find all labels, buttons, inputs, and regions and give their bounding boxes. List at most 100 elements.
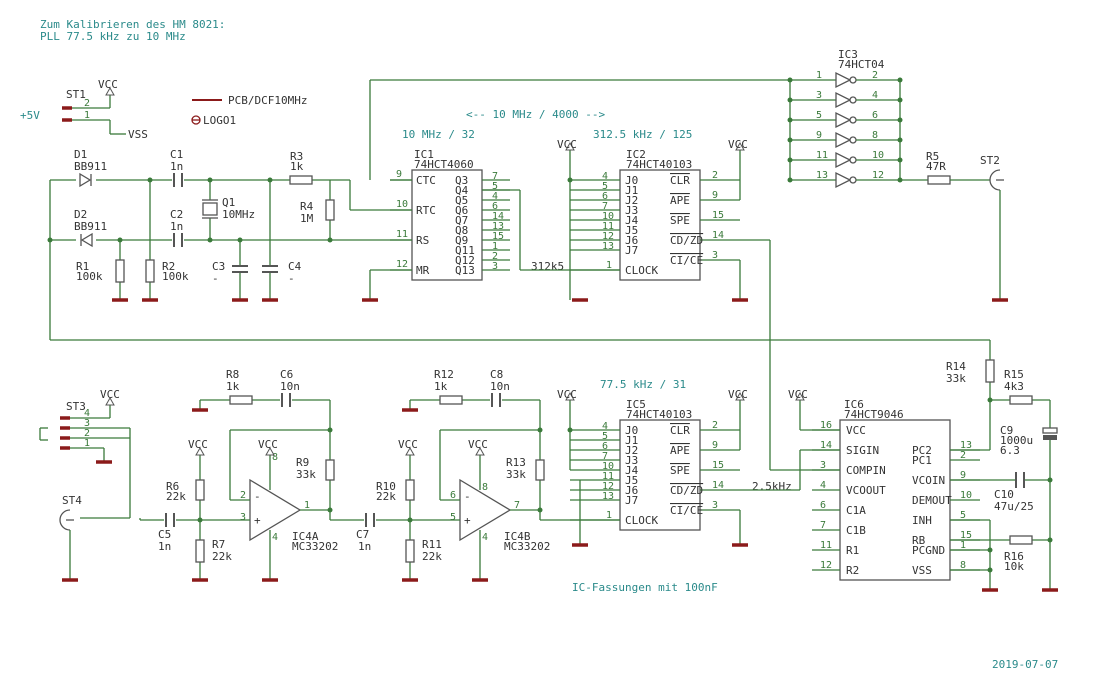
r10-vcc: VCC (398, 438, 418, 451)
ic6-right-pin-label: INH (912, 514, 932, 527)
d2-ref: D2 (74, 208, 87, 221)
r15-ref: R15 (1004, 368, 1024, 381)
ic4b-pin-plus: 5 (450, 512, 456, 523)
ic2-left-pin-num: 6 (602, 191, 608, 202)
d1-ref: D1 (74, 148, 87, 161)
ic6-left-pin-label: C1B (846, 524, 866, 537)
ic3-inverter-bubble (849, 76, 857, 84)
c4-ref: C4 (288, 260, 302, 273)
ic4a-pin-plus: 3 (240, 512, 246, 523)
ic6-right-pin-label: PC1 (912, 454, 932, 467)
c8-ref: C8 (490, 368, 503, 381)
ic1-left-pin-label: RTC (416, 204, 436, 217)
st3-ref: ST3 (66, 400, 86, 413)
c7-val: 1n (358, 540, 371, 553)
ic4b-pin-minus: 6 (450, 490, 456, 501)
r13-val: 33k (506, 468, 526, 481)
r12-ref: R12 (434, 368, 454, 381)
ic3-inverter-gate (835, 91, 852, 109)
ic2-left-pin-label: J7 (625, 244, 638, 257)
diode-d1: D1 BB911 (74, 148, 107, 188)
ic4b-pin-out: 7 (514, 500, 520, 511)
ic6-left-pin-num: 6 (820, 500, 826, 511)
ground-symbols (62, 298, 1058, 592)
st1-ref: ST1 (66, 88, 86, 101)
resistor-r2: R2 100k (145, 259, 189, 283)
ic1-left-pin-num: 9 (396, 169, 402, 180)
opamp-ic4b: - + 6 5 7 8 4 IC4B MC33202 VCC VCC (376, 399, 620, 580)
ic5-type: 74HCT40103 (626, 408, 692, 421)
c10-ref: C10 (994, 488, 1014, 501)
ic4a-plus-sign: + (254, 514, 261, 527)
ic5-right-pin-num: 14 (712, 480, 724, 491)
ic3-out-num: 4 (872, 90, 878, 101)
ic1-right-pin-num: 14 (492, 211, 504, 222)
ic5-right-pin-num: 15 (712, 460, 724, 471)
note-div31: 77.5 kHz / 31 (600, 378, 686, 391)
ic5-right-pin-label: CD/ZD (670, 484, 703, 497)
ic5-right-pin-label: CI/CE (670, 504, 703, 517)
ic1-right-pin-num: 4 (492, 191, 498, 202)
resistor-r4: R4 1M (300, 199, 335, 225)
ic6-left-pin-label: C1A (846, 504, 866, 517)
ic6-right-pin-label: PCGND (912, 544, 945, 557)
resistor-r1: R1 100k (76, 259, 125, 283)
ic6-right-pin-num: 10 (960, 490, 972, 501)
ic6-left-pin-num: 11 (820, 540, 832, 551)
ic4b-minus-sign: - (464, 490, 471, 503)
ic6-right-pin-num: 15 (960, 530, 972, 541)
diode-d2: D2 BB911 (74, 208, 107, 248)
c1-ref: C1 (170, 148, 183, 161)
r8-ref: R8 (226, 368, 239, 381)
r10-ref: R10 (376, 480, 396, 493)
c2-ref: C2 (170, 208, 183, 221)
ic1-right-pin-label: Q8 (455, 224, 468, 237)
ic5-clock-num: 1 (606, 510, 612, 521)
capacitor-c10: C10 47u/25 (994, 472, 1034, 513)
legend-logo: LOGO1 (191, 114, 236, 127)
ic3-in-num: 11 (816, 150, 828, 161)
ic1-right-pin-num: 2 (492, 251, 498, 262)
ic1-right-pin-num: 7 (492, 171, 498, 182)
st1-pin2: 2 (84, 98, 90, 109)
ic2-clock-num: 1 (606, 260, 612, 271)
ic6-right-pin-label: VSS (912, 564, 932, 577)
ic4a-pin-out: 1 (304, 500, 310, 511)
resistor-r10: R10 22k (376, 479, 415, 503)
capacitor-c5: C5 1n (158, 513, 175, 553)
r11-ref: R11 (422, 538, 442, 551)
ic5-left-pin-label: J6 (625, 484, 638, 497)
ic5-vcc-right: VCC (728, 388, 748, 401)
c8-val: 10n (490, 380, 510, 393)
ic1-right-pin-label: Q3 (455, 174, 468, 187)
resistor-r12: R12 1k (434, 368, 463, 405)
ic5-left-pin-label: J3 (625, 454, 638, 467)
st3-pin1: 1 (84, 438, 90, 449)
ic6-left-pin-num: 16 (820, 420, 832, 431)
ic6-right-pin-num: 5 (960, 510, 966, 521)
ic1-left-pin-label: MR (416, 264, 430, 277)
resistor-r5: R5 47R (926, 150, 990, 185)
ic5-left-pin-num: 7 (602, 451, 608, 462)
ic3-inverter-bubble (849, 136, 857, 144)
resistor-r11: R11 22k (405, 538, 442, 563)
resistor-r15: R15 4k3 (1004, 368, 1033, 405)
ic6-left-pin-label: COMPIN (846, 464, 886, 477)
ic3-out-num: 6 (872, 110, 878, 121)
st3-vcc: VCC (100, 388, 120, 401)
r6-val: 22k (166, 490, 186, 503)
ic5-right-pin-label: APE (670, 444, 690, 457)
ic2-right-pin-label: CLR (670, 174, 690, 187)
ic2-right-pin-label: SPE (670, 214, 690, 227)
legend-pcb-label: PCB/DCF10MHz (228, 94, 307, 107)
ic4b-vcc: VCC (468, 438, 488, 451)
ic2-right-pin-label: CI/CE (670, 254, 703, 267)
capacitor-c2: C2 1n (170, 208, 183, 247)
ic2-left-pin-label: J5 (625, 224, 638, 237)
ic5-clock-label: CLOCK (625, 514, 658, 527)
capacitor-c8: C8 10n (490, 368, 510, 407)
ic6-left-pin-label: R2 (846, 564, 859, 577)
